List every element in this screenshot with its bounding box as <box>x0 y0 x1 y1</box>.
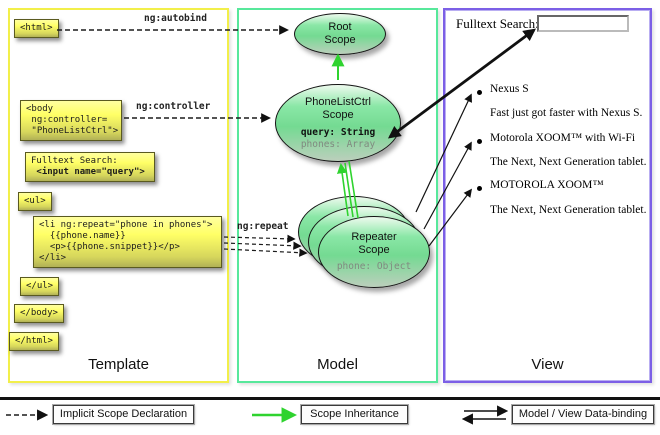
code-ul-close: </ul> <box>20 277 60 296</box>
code-html-open: <html> <box>14 19 59 38</box>
view-item-title: Motorola XOOM™ with Wi-Fi <box>490 132 636 144</box>
legend-implicit-scope: Implicit Scope Declaration <box>53 405 194 424</box>
code-html-close: </html> <box>9 332 59 351</box>
view-column-label: View <box>531 356 564 373</box>
view-item-title: MOTOROLA XOOM™ <box>490 179 604 191</box>
view-search-label: Fulltext Search: <box>456 16 539 31</box>
scope-prop-query: query: String <box>300 126 376 138</box>
label-ng-autobind: ng:autobind <box>144 13 207 24</box>
legend-data-binding: Model / View Data-binding <box>512 405 654 424</box>
code-ul-open: <ul> <box>18 192 52 211</box>
scope-prop-phones: phones: Array <box>300 138 376 150</box>
root-scope-ellipse: Root Scope <box>294 13 386 55</box>
label-ng-repeat: ng:repeat <box>237 221 289 232</box>
fulltext-search-input[interactable] <box>537 15 629 32</box>
scope-prop-phone: phone: Object <box>336 261 412 272</box>
phonelistctrl-scope-ellipse: PhoneListCtrl Scope query: String phones… <box>275 84 401 162</box>
legend-scope-inheritance: Scope Inheritance <box>301 405 408 424</box>
model-column: Model <box>237 8 438 383</box>
bullet-icon <box>477 90 482 95</box>
model-column-label: Model <box>317 356 358 373</box>
code-li-repeat: <li ng:repeat="phone in phones"> {{phone… <box>33 216 222 268</box>
legend-separator <box>0 397 660 400</box>
view-item-title: Nexus S <box>490 83 529 95</box>
view-item-desc: The Next, Next Generation tablet. <box>490 156 647 168</box>
template-column-label: Template <box>88 356 149 373</box>
code-body-close: </body> <box>14 304 64 323</box>
code-body-open: <body ng:controller= "PhoneListCtrl"> <box>20 100 122 141</box>
view-item-desc: The Next, Next Generation tablet. <box>490 204 647 216</box>
label-ng-controller: ng:controller <box>136 101 211 112</box>
bullet-icon <box>477 139 482 144</box>
view-column: View <box>443 8 652 383</box>
repeater-scope-ellipse-front: Repeater Scope phone: Object <box>318 216 430 288</box>
view-item-desc: Fast just got faster with Nexus S. <box>490 107 643 119</box>
code-fulltext-input: Fulltext Search: <input name="query"> <box>25 152 155 182</box>
bullet-icon <box>477 186 482 191</box>
